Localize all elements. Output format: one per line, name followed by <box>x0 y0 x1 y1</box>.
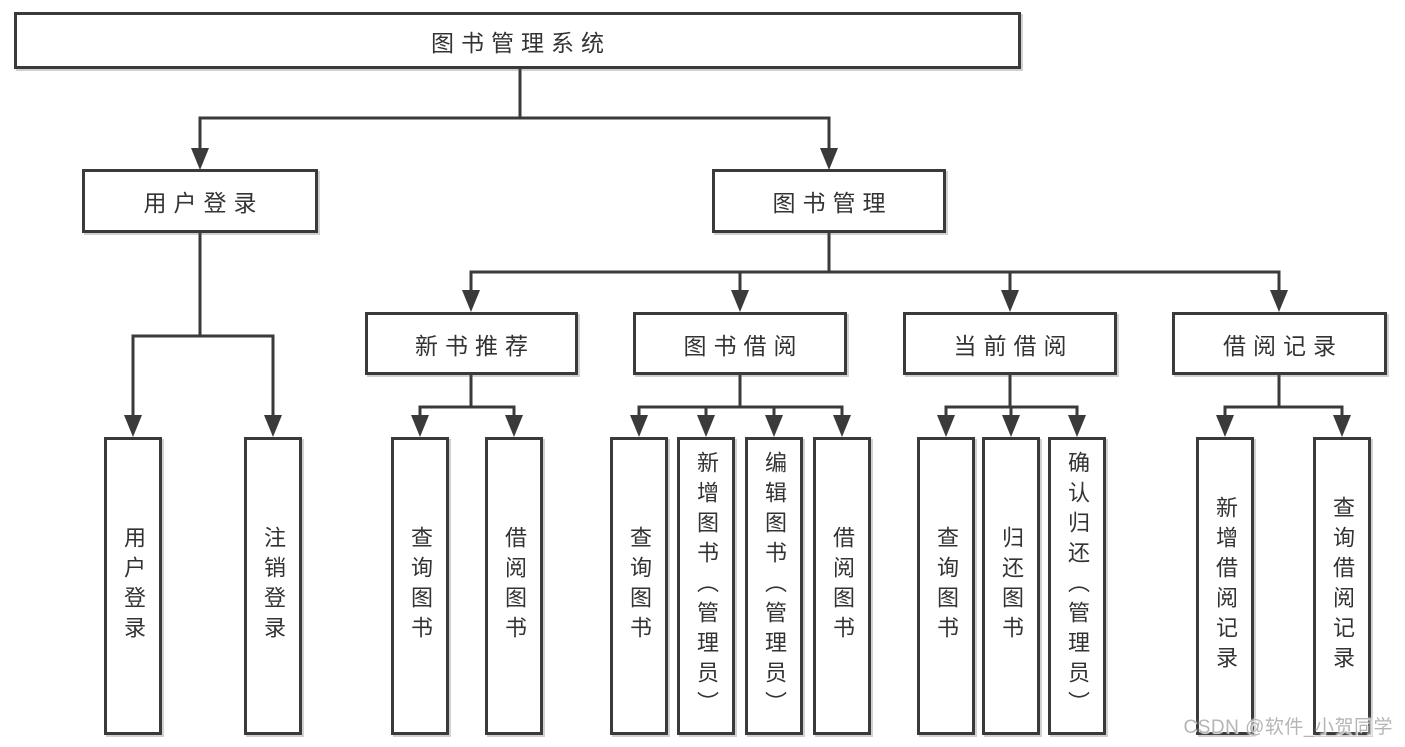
leaf-logout: 注销登录 <box>244 437 302 735</box>
arrowhead-icon <box>1333 415 1351 437</box>
node-label: 用户登录 <box>121 526 146 646</box>
node-label: 确认归还（管理员） <box>1065 451 1090 721</box>
arrowhead-icon <box>505 415 523 437</box>
edge-borrowrecords-to-leaves <box>1223 371 1344 421</box>
edge-newbook-to-leaves <box>418 371 516 421</box>
arrowhead-icon <box>411 415 429 437</box>
leaf-user-login: 用户登录 <box>104 437 162 735</box>
node-label: 图书管理 <box>772 190 893 216</box>
node-label: 图书借阅 <box>683 332 804 359</box>
node-label: 新增图书（管理员） <box>694 451 719 721</box>
node-new-book-recommend: 新书推荐 <box>365 312 578 375</box>
arrowheads <box>124 148 1351 437</box>
node-label: 用户登录 <box>143 190 264 216</box>
arrowhead-icon <box>1270 290 1288 312</box>
arrowhead-icon <box>124 415 142 437</box>
leaf-add-borrow-record: 新增借阅记录 <box>1196 437 1254 735</box>
node-label: 新增借阅记录 <box>1213 496 1238 676</box>
node-label: 查询图书 <box>408 526 433 646</box>
leaf-confirm-return-admin: 确认归还（管理员） <box>1048 437 1106 735</box>
arrowhead-icon <box>1001 290 1019 312</box>
leaf-edit-book-admin: 编辑图书（管理员） <box>745 437 803 735</box>
node-label: 查询图书 <box>934 526 959 646</box>
edge-userlogin-to-leaves <box>131 229 275 421</box>
node-label: 借阅记录 <box>1223 332 1343 359</box>
arrowhead-icon <box>630 415 648 437</box>
arrowhead-icon <box>765 415 783 437</box>
leaf-borrow-book-newbook: 借阅图书 <box>485 437 543 735</box>
leaf-query-book-newbook: 查询图书 <box>391 437 449 735</box>
csdn-watermark: CSDN @软件_小贺同学 <box>1183 717 1393 738</box>
node-label: 查询借阅记录 <box>1330 496 1355 676</box>
arrowhead-icon <box>731 290 749 312</box>
node-library-system: 图书管理系统 <box>14 12 1021 69</box>
arrowhead-icon <box>697 415 715 437</box>
leaf-query-book-current: 查询图书 <box>917 437 975 735</box>
arrowhead-icon <box>1068 415 1086 437</box>
leaf-add-book-admin: 新增图书（管理员） <box>677 437 735 735</box>
leaf-query-book-borrow: 查询图书 <box>610 437 668 735</box>
leaf-query-borrow-record: 查询借阅记录 <box>1313 437 1371 735</box>
edge-bookborrow-to-leaves <box>637 371 844 421</box>
node-user-login: 用户登录 <box>82 169 318 233</box>
arrowhead-icon <box>1002 415 1020 437</box>
arrowhead-icon <box>937 415 955 437</box>
arrowhead-icon <box>191 148 209 170</box>
node-book-management: 图书管理 <box>712 169 946 233</box>
arrowhead-icon <box>264 415 282 437</box>
arrowhead-icon <box>1216 415 1234 437</box>
arrowhead-icon <box>462 290 480 312</box>
node-label: 注销登录 <box>261 526 286 646</box>
node-label: 当前借阅 <box>953 332 1074 359</box>
leaf-borrow-book: 借阅图书 <box>813 437 871 735</box>
arrowhead-icon <box>820 148 838 170</box>
edge-currentborrow-to-leaves <box>944 371 1079 421</box>
node-label: 归还图书 <box>999 526 1024 646</box>
arrowhead-icon <box>833 415 851 437</box>
node-label: 新书推荐 <box>415 332 535 359</box>
node-current-borrow: 当前借阅 <box>903 312 1117 375</box>
node-book-borrow: 图书借阅 <box>633 312 847 375</box>
edge-root-to-level2 <box>198 65 831 154</box>
node-label: 借阅图书 <box>830 526 855 646</box>
node-label: 编辑图书（管理员） <box>762 451 787 721</box>
node-label: 借阅图书 <box>502 526 527 646</box>
node-borrow-records: 借阅记录 <box>1172 312 1387 375</box>
node-label: 查询图书 <box>627 526 652 646</box>
edge-bookmgmt-to-level3 <box>469 229 1281 298</box>
leaf-return-book: 归还图书 <box>982 437 1040 735</box>
node-label: 图书管理系统 <box>431 29 611 56</box>
